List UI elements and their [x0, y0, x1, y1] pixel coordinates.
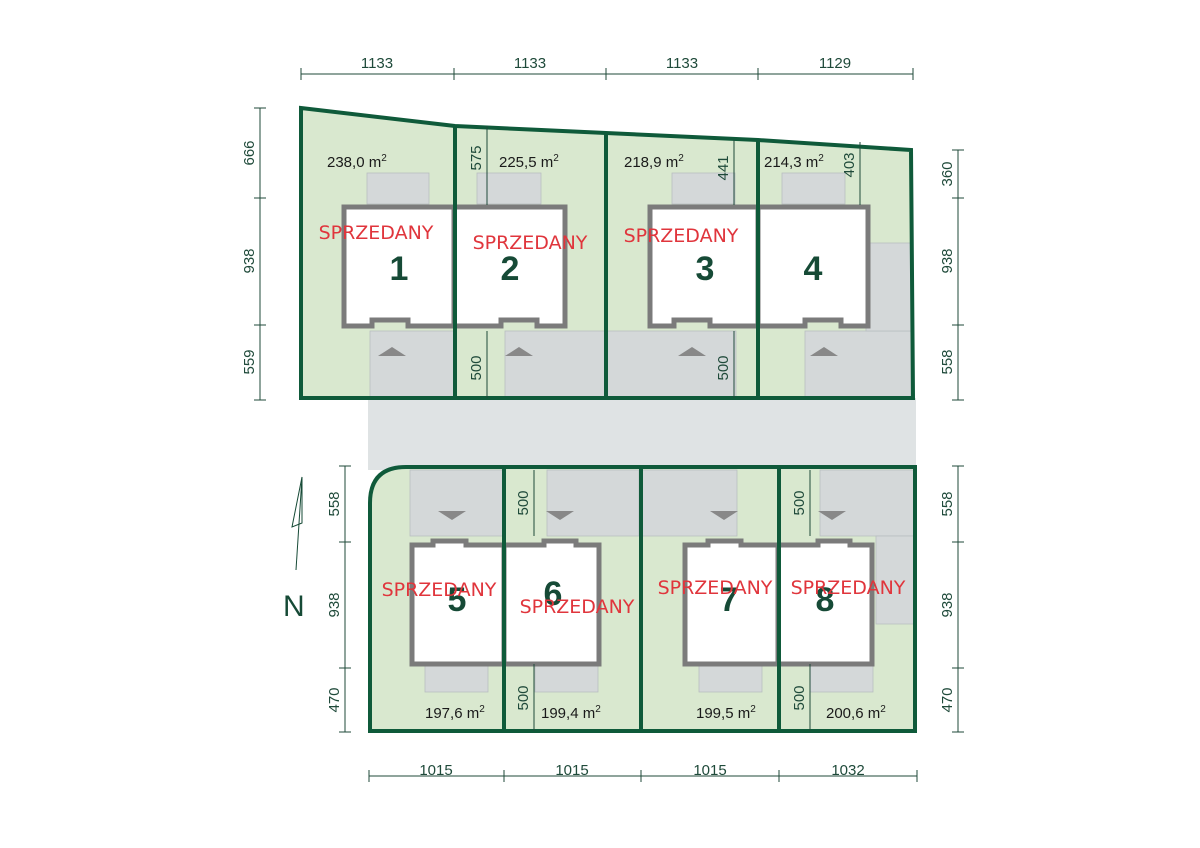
plot-area-6: 199,4 m2	[541, 704, 601, 722]
north-arrow-icon	[291, 476, 303, 571]
sold-label-plot-5: SPRZEDANY	[382, 579, 497, 601]
right-bottom-height-2: 938	[939, 592, 956, 617]
plot-area-8: 200,6 m2	[826, 704, 886, 722]
right-top-height-2: 938	[939, 248, 956, 273]
houses-bottom	[409, 538, 875, 667]
left-bottom-height-1: 558	[326, 491, 343, 516]
left-bottom-height-2: 938	[326, 592, 343, 617]
sold-label-plot-3: SPRZEDANY	[624, 225, 739, 247]
bottom-width-4: 1032	[831, 762, 864, 779]
north-label: N	[283, 590, 305, 623]
plot-number-4: 4	[804, 250, 823, 288]
driveways-top	[369, 242, 912, 399]
plot-area-4: 214,3 m2	[764, 153, 824, 171]
setback-lot3-front: 441	[715, 155, 732, 180]
terraces	[366, 172, 874, 693]
plot-number-1: 1	[390, 250, 409, 288]
bottom-width-1: 1015	[419, 762, 452, 779]
setback-lot6-garden: 500	[515, 685, 532, 710]
plot-area-2: 225,5 m2	[499, 153, 559, 171]
plot-area-3: 218,9 m2	[624, 153, 684, 171]
setback-lot2-drive: 500	[468, 355, 485, 380]
plot-area-7: 199,5 m2	[696, 704, 756, 722]
plot-area-5: 197,6 m2	[425, 704, 485, 722]
setback-lot6-drive: 500	[515, 490, 532, 515]
bottom-width-3: 1015	[693, 762, 726, 779]
top-width-2: 1133	[514, 55, 546, 72]
right-top-height-3: 558	[939, 349, 956, 374]
plot-number-2: 2	[501, 250, 520, 288]
sold-label-plot-2: SPRZEDANY	[473, 232, 588, 254]
right-top-height-1: 360	[939, 161, 956, 186]
plot-number-6: 6	[544, 575, 563, 613]
setback-lot8-drive: 500	[791, 490, 808, 515]
right-bottom-height-3: 470	[939, 687, 956, 712]
sold-label-plot-7: SPRZEDANY	[658, 577, 773, 599]
plot-number-3: 3	[696, 250, 715, 288]
setback-lot4-front: 403	[841, 152, 858, 177]
left-top-height-3: 559	[241, 349, 258, 374]
left-top-height-1: 666	[241, 140, 258, 165]
left-bottom-height-3: 470	[326, 687, 343, 712]
driveways-bottom	[409, 469, 916, 625]
sold-label-plot-1: SPRZEDANY	[319, 222, 434, 244]
dimension-lines	[254, 68, 964, 782]
top-width-1: 1133	[361, 55, 393, 72]
setback-lot2-front: 575	[468, 145, 485, 170]
plot-number-5: 5	[448, 581, 467, 619]
plot-number-8: 8	[816, 581, 835, 619]
entrance-arrows	[378, 347, 846, 520]
plot-number-7: 7	[720, 581, 739, 619]
top-width-3: 1133	[666, 55, 698, 72]
top-width-4: 1129	[819, 55, 851, 72]
right-bottom-height-1: 558	[939, 491, 956, 516]
setback-lot3-drive: 500	[715, 355, 732, 380]
lot-borders	[299, 105, 917, 733]
access-road	[368, 398, 916, 470]
left-top-height-2: 938	[241, 248, 258, 273]
sold-label-plot-6: SPRZEDANY	[520, 596, 635, 618]
sold-label-plot-8: SPRZEDANY	[791, 577, 906, 599]
houses-top	[341, 204, 871, 329]
bottom-width-2: 1015	[555, 762, 588, 779]
plot-area-1: 238,0 m2	[327, 153, 387, 171]
setback-lot8-garden: 500	[791, 685, 808, 710]
